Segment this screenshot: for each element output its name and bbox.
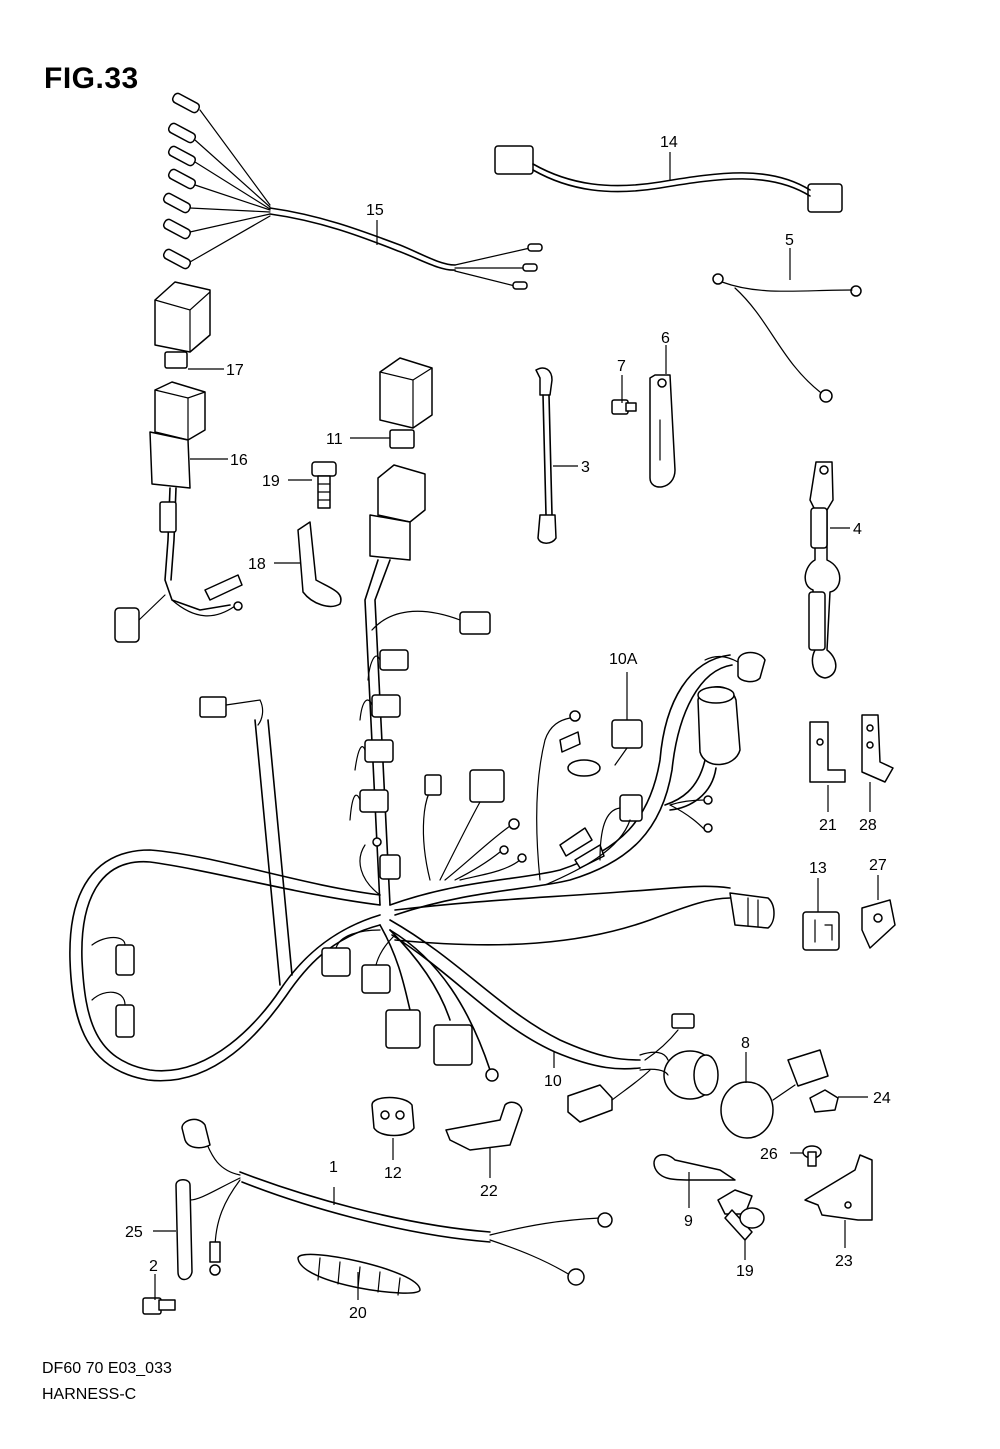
callout-12: 12 [384, 1165, 402, 1182]
part-27-clip [861, 899, 896, 949]
part-1-lower-harness [181, 1118, 613, 1286]
callout-17: 17 [226, 362, 244, 379]
callout-19-lower: 19 [736, 1263, 754, 1280]
callout-labels: 15 14 5 6 7 3 4 17 16 11 19 18 10A 21 28… [125, 134, 891, 1322]
callout-5: 5 [785, 232, 794, 249]
diagram-name: HARNESS-C [42, 1386, 137, 1403]
part-16-relay-socket [114, 381, 243, 643]
part-20-sleeve [297, 1253, 421, 1296]
part-10-main-harness [69, 559, 775, 1123]
callout-23: 23 [835, 1253, 853, 1270]
callout-14: 14 [660, 134, 678, 151]
part-2-bolt [142, 1297, 176, 1315]
callout-25: 25 [125, 1224, 143, 1241]
callout-4: 4 [853, 521, 862, 538]
part-26-screw [802, 1145, 822, 1167]
callout-1: 1 [329, 1159, 338, 1176]
part-5-ground-wire [712, 273, 862, 403]
part-17-relay-group [154, 281, 211, 369]
part-18-bracket [297, 521, 342, 608]
callout-16: 16 [230, 452, 248, 469]
callout-9: 9 [684, 1213, 693, 1230]
part-22-bracket [445, 1101, 523, 1151]
part-11-relay [369, 357, 433, 561]
callout-28: 28 [859, 817, 877, 834]
part-3-cap-lead [535, 367, 557, 544]
callout-10: 10 [544, 1073, 562, 1090]
part-15-sub-harness [162, 92, 543, 290]
callout-8: 8 [741, 1035, 750, 1052]
part-8-cap [720, 1049, 829, 1139]
part-25-bracket [175, 1179, 193, 1281]
part-7-bolt [611, 399, 637, 415]
callout-26: 26 [760, 1146, 778, 1163]
callout-21: 21 [819, 817, 837, 834]
part-21-bracket [809, 721, 846, 783]
callout-6: 6 [661, 330, 670, 347]
callout-22: 22 [480, 1183, 498, 1200]
callout-20: 20 [349, 1305, 367, 1322]
callout-10a: 10A [609, 651, 638, 668]
part-4-ground-strap [804, 461, 841, 679]
part-13-clip [802, 911, 840, 951]
part-6-clamp [649, 374, 676, 488]
callout-27: 27 [869, 857, 887, 874]
callout-24: 24 [873, 1090, 891, 1107]
leader-lines [153, 152, 879, 1300]
figure-title: FIG.33 [44, 62, 139, 95]
part-28-bracket [861, 714, 894, 783]
callout-7: 7 [617, 358, 626, 375]
part-9-clamp [653, 1153, 736, 1181]
diagram-code: DF60 70 E03_033 [42, 1360, 172, 1377]
part-24-clip [809, 1089, 839, 1113]
part-14-lead-wire [494, 145, 843, 213]
part-19-bolt-upper [311, 461, 337, 509]
callout-13: 13 [809, 860, 827, 877]
callout-15: 15 [366, 202, 384, 219]
callout-11: 11 [326, 431, 343, 448]
part-19-bolt-lower [717, 1189, 765, 1241]
callout-19-upper: 19 [262, 473, 280, 490]
callout-2: 2 [149, 1258, 158, 1275]
callout-3: 3 [581, 459, 590, 476]
part-12-grommet [371, 1096, 415, 1137]
callout-18: 18 [248, 556, 266, 573]
part-23-bracket [804, 1154, 873, 1221]
